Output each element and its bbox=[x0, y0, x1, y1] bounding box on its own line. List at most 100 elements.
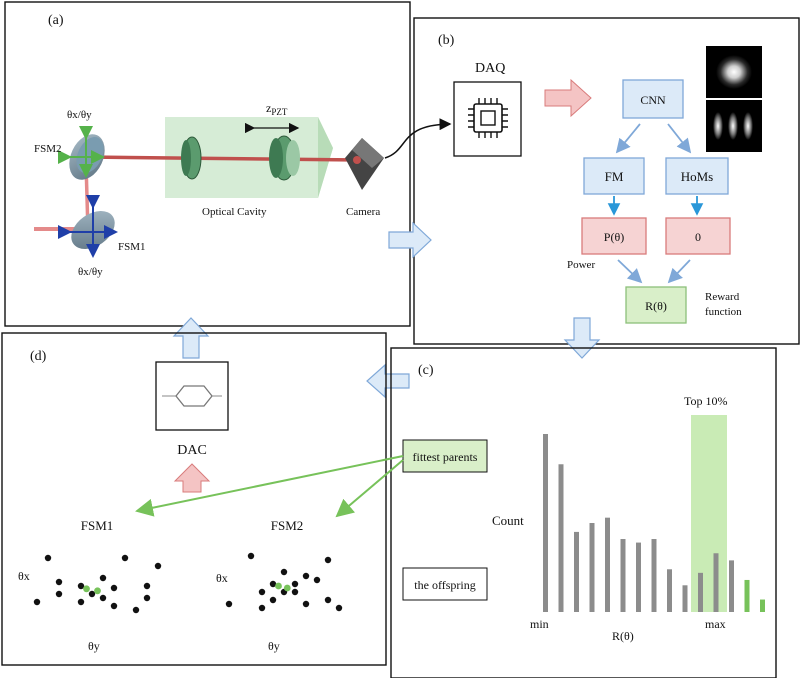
scatter-point bbox=[324, 556, 332, 564]
cnn-box bbox=[622, 79, 684, 119]
fm-label: FM bbox=[605, 169, 624, 184]
scatter-point bbox=[33, 598, 41, 606]
x-axis-label: R(θ) bbox=[612, 629, 634, 643]
top-10-highlight bbox=[691, 415, 727, 612]
cavity-mirror-1-edge bbox=[181, 140, 191, 176]
scatter-point bbox=[99, 594, 107, 602]
cnn-label: CNN bbox=[640, 93, 666, 107]
panel-b-frame bbox=[413, 17, 800, 345]
power-box bbox=[581, 217, 647, 255]
panel-d-label: (d) bbox=[30, 349, 47, 364]
c-to-d-arrow bbox=[366, 363, 410, 399]
panel-b: (b) DAQ CNN FM HoMs P(θ) 0 Power bbox=[413, 17, 800, 345]
gaussian-spot bbox=[716, 55, 752, 89]
histogram-bar bbox=[605, 517, 610, 612]
scatter-point bbox=[55, 578, 63, 586]
fsm1-title: FSM1 bbox=[81, 518, 114, 533]
scatter-point-parent bbox=[94, 587, 101, 595]
optical-cavity-label: Optical Cavity bbox=[202, 206, 267, 218]
to-dac-arrow bbox=[173, 463, 211, 493]
power-to-reward-arrow bbox=[617, 259, 643, 284]
a-to-b-arrow bbox=[388, 221, 432, 259]
parents-to-fsm1-arrow bbox=[135, 455, 404, 517]
panel-a-frame bbox=[4, 1, 411, 327]
daq-box bbox=[453, 81, 522, 157]
scatter-point bbox=[110, 584, 118, 592]
fsm1-theta-label: θx/θy bbox=[78, 266, 103, 278]
scatter-point bbox=[88, 590, 96, 598]
scatter-point-parent bbox=[283, 584, 291, 592]
reward-label-2: function bbox=[705, 306, 742, 318]
fsm1-scatter bbox=[33, 554, 162, 614]
power-value-label: P(θ) bbox=[604, 230, 624, 244]
scatter-point bbox=[291, 588, 299, 596]
camera-to-daq-arrow bbox=[384, 118, 452, 159]
scatter-point bbox=[143, 582, 151, 590]
fsm1-label: FSM1 bbox=[118, 241, 146, 253]
fittest-parents-label: fittest parents bbox=[413, 450, 478, 464]
fsm2-theta-y: θy bbox=[268, 639, 280, 653]
parents-to-fsm2-arrow bbox=[335, 459, 404, 518]
panel-d-frame bbox=[1, 332, 387, 666]
scatter-point bbox=[291, 580, 299, 588]
scatter-point bbox=[247, 552, 255, 560]
homs-label: HoMs bbox=[681, 169, 714, 184]
scatter-point bbox=[258, 588, 266, 596]
hom-lobe-1 bbox=[713, 112, 723, 140]
x-max-label: max bbox=[705, 617, 726, 631]
reward-box bbox=[625, 286, 687, 324]
reward-label-1: Reward bbox=[705, 291, 740, 303]
scatter-point bbox=[99, 574, 107, 582]
scatter-point bbox=[269, 596, 277, 604]
scatter-point bbox=[77, 582, 85, 590]
scatter-point bbox=[335, 604, 343, 612]
histogram-bar bbox=[636, 542, 641, 612]
fsm2-label: FSM2 bbox=[34, 143, 62, 155]
fsm1-theta-x: θx bbox=[18, 569, 30, 583]
histogram-bar bbox=[620, 539, 626, 612]
zero-box bbox=[665, 217, 731, 255]
scatter-point bbox=[324, 596, 332, 604]
histogram-bar bbox=[729, 560, 734, 612]
panel-d: (d) DAC FSM1 FSM2 θx θy θx θy bbox=[1, 332, 387, 666]
scatter-point bbox=[258, 604, 266, 612]
camera-label: Camera bbox=[346, 206, 380, 218]
scatter-point bbox=[121, 554, 129, 562]
scatter-point bbox=[143, 594, 151, 602]
scatter-point-parent bbox=[83, 585, 90, 593]
b-to-c-arrow bbox=[563, 317, 601, 359]
fsm2-theta-x: θx bbox=[216, 571, 228, 585]
fm-box bbox=[583, 157, 645, 195]
scatter-point bbox=[44, 554, 52, 562]
offspring-label: the offspring bbox=[414, 578, 475, 592]
daq-to-cnn-arrow bbox=[544, 78, 592, 118]
scatter-point bbox=[154, 562, 162, 570]
fsm1-theta-y: θy bbox=[88, 639, 100, 653]
panel-c-label: (c) bbox=[418, 363, 434, 378]
chip-icon bbox=[468, 98, 508, 138]
scatter-point bbox=[280, 568, 288, 576]
histogram-bar bbox=[543, 434, 548, 612]
scatter-point bbox=[269, 580, 277, 588]
scatter-point bbox=[132, 606, 140, 614]
scatter-point-parent bbox=[275, 582, 282, 590]
histogram-bar bbox=[574, 531, 579, 612]
scatter-point bbox=[225, 600, 233, 608]
fsm2-title: FSM2 bbox=[271, 518, 304, 533]
panel-b-label: (b) bbox=[438, 33, 455, 48]
fittest-parents-box bbox=[402, 439, 488, 473]
camera-top-face bbox=[352, 138, 384, 168]
histogram-bar bbox=[558, 464, 564, 612]
histogram-bar bbox=[713, 553, 719, 612]
panel-a-label: (a) bbox=[48, 13, 64, 28]
panel-c-frame bbox=[390, 347, 777, 678]
histogram-bar bbox=[667, 569, 672, 612]
offspring-box bbox=[402, 567, 488, 601]
zero-to-reward-arrow bbox=[667, 259, 691, 284]
count-label: Count bbox=[492, 513, 524, 528]
scatter-point bbox=[313, 576, 321, 584]
hom-lobe-3 bbox=[743, 112, 753, 140]
cavity-mirror-2-edge bbox=[269, 138, 283, 178]
optical-cavity-edge bbox=[318, 117, 333, 198]
